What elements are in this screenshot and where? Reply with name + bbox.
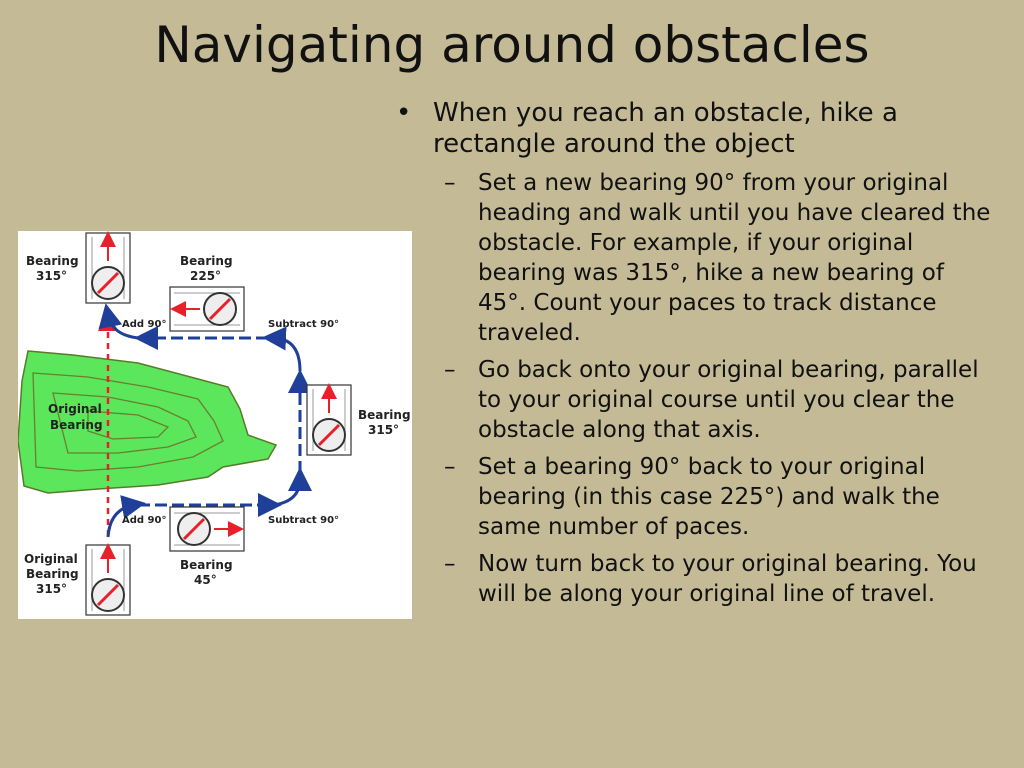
label-subtract-90: Subtract 90° [268, 515, 339, 526]
dash-marker: – [444, 170, 456, 196]
label-bearing-value: 315° [36, 269, 67, 283]
label-bearing: Bearing [26, 567, 79, 581]
route-arrow-bottom-turn [106, 495, 146, 538]
compass-icon [85, 231, 131, 304]
sub-bullet: – Go back onto your original bearing, pa… [396, 355, 996, 445]
contour-line [52, 392, 197, 454]
compass-icon [306, 383, 352, 456]
route-arrow-top-right-turn [262, 326, 302, 372]
bullet-marker: • [396, 98, 412, 128]
label-bearing-value: 315° [368, 423, 399, 437]
main-bullet-text: When you reach an obstacle, hike a recta… [433, 98, 898, 159]
label-add-90: Add 90° [122, 319, 166, 330]
slide-content: • When you reach an obstacle, hike a rec… [396, 98, 996, 616]
label-bearing: Bearing [26, 254, 79, 268]
compass-icon [169, 506, 245, 552]
label-bearing-value: 45° [194, 573, 217, 587]
dash-marker: – [444, 357, 456, 383]
obstacle-shape [18, 350, 278, 494]
label-bearing: Bearing [180, 558, 233, 572]
label-bearing-value: 315° [36, 582, 67, 596]
sub-bullet: – Set a new bearing 90° from your origin… [396, 168, 996, 348]
label-obstacle-bearing: Bearing [50, 418, 103, 432]
dash-marker: – [444, 551, 456, 577]
dash-marker: – [444, 454, 456, 480]
sub-bullet-text: Set a new bearing 90° from your original… [478, 170, 991, 346]
sub-bullet: – Now turn back to your original bearing… [396, 549, 996, 609]
sub-bullet-text: Set a bearing 90° back to your original … [478, 454, 940, 540]
contour-line [87, 410, 170, 440]
label-add-90: Add 90° [122, 515, 166, 526]
label-bearing: Bearing [358, 408, 411, 422]
sub-bullet-text: Go back onto your original bearing, para… [478, 357, 979, 443]
label-obstacle-original: Original [48, 402, 102, 416]
slide-title: Navigating around obstacles [154, 16, 870, 74]
route-arrow-bottom-right-turn [273, 467, 312, 507]
compass-icon [169, 286, 245, 332]
label-bearing-value: 225° [190, 269, 221, 283]
contour-line [32, 372, 224, 472]
main-bullet: • When you reach an obstacle, hike a rec… [396, 98, 996, 160]
compass-icon [85, 543, 131, 616]
label-subtract-90: Subtract 90° [268, 319, 339, 330]
obstacle-navigation-diagram: Bearing 315° Bearing 225° Add 90° Subtra… [18, 231, 412, 619]
sub-bullet-text: Now turn back to your original bearing. … [478, 551, 977, 607]
sub-bullet-list: – Set a new bearing 90° from your origin… [396, 168, 996, 609]
sub-bullet: – Set a bearing 90° back to your origina… [396, 452, 996, 542]
label-original: Original [24, 552, 78, 566]
label-bearing: Bearing [180, 254, 233, 268]
route-arrow-top-left-turn [98, 303, 139, 340]
